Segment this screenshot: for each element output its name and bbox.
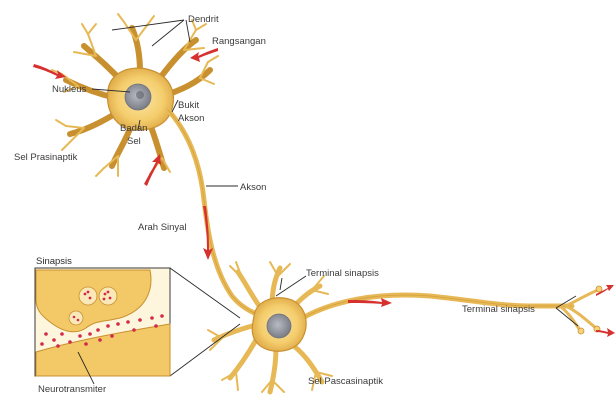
axon-terminals <box>560 290 598 330</box>
arrow-stimulus-bottom <box>144 154 161 186</box>
label-arah-sinyal: Arah Sinyal <box>138 222 187 233</box>
label-bukit-akson-1: Bukit <box>178 100 199 111</box>
synapse-inset <box>35 268 240 376</box>
label-sel-pascasinaptik: Sel Pascasinaptik <box>308 376 383 387</box>
label-terminal-sinapsis-2: Terminal sinapsis <box>462 304 535 315</box>
label-badan-sel-2: Sel <box>127 136 141 147</box>
postsynaptic-nucleus <box>267 314 291 338</box>
label-rangsangan: Rangsangan <box>212 36 266 47</box>
arrow-stimulus-right <box>190 48 218 62</box>
arrow-stimulus-left <box>33 64 66 79</box>
label-bukit-akson-2: Akson <box>178 113 204 124</box>
label-sinapsis: Sinapsis <box>36 256 72 267</box>
label-terminal-sinapsis-1: Terminal sinapsis <box>306 268 379 279</box>
label-dendrit: Dendrit <box>188 14 219 25</box>
label-akson: Akson <box>240 182 266 193</box>
label-neurotransmiter: Neurotransmiter <box>38 384 106 395</box>
label-sel-prasinaptik: Sel Prasinaptik <box>14 152 78 163</box>
label-nukleus: Nukleus <box>52 84 87 95</box>
label-badan-sel-1: Badan <box>120 123 147 134</box>
postsynaptic-neuron <box>208 262 602 392</box>
